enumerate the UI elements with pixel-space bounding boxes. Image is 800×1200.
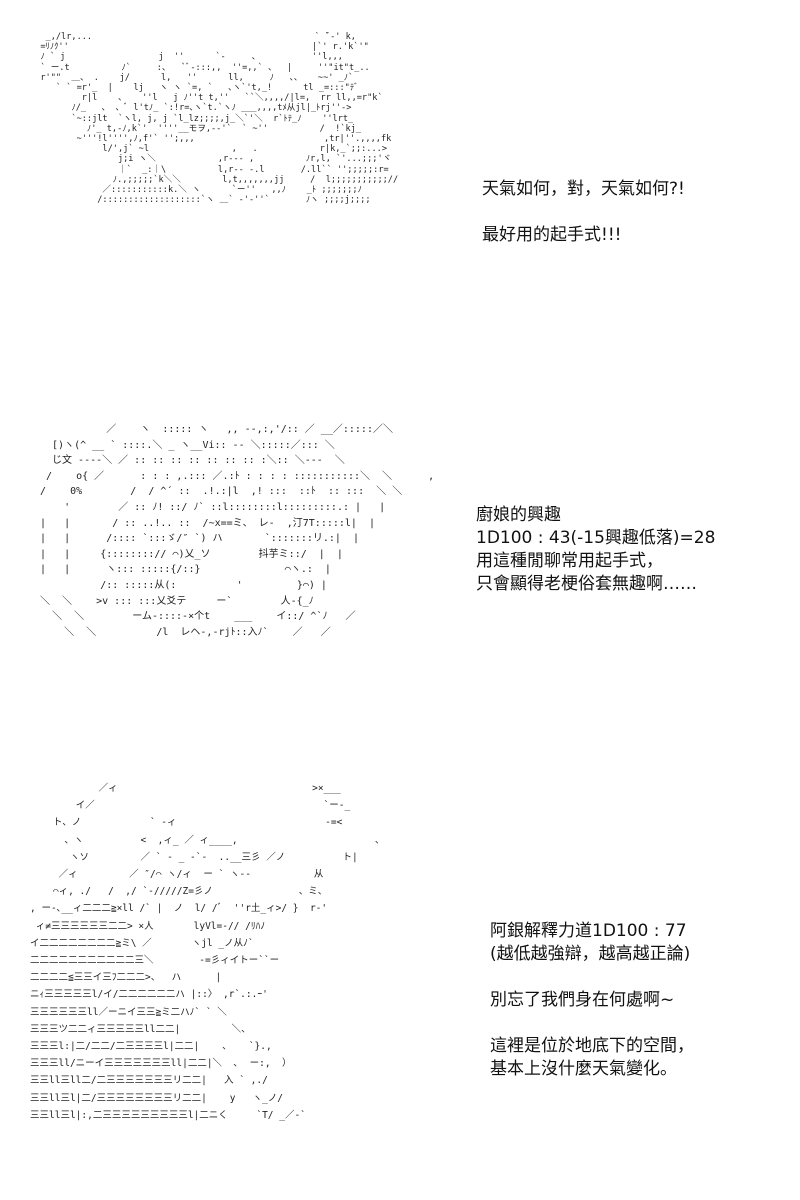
art-line: ⌒ィ, ./ / ,/ `-/////Z=彡ノ 、ミ、	[30, 886, 328, 898]
art-line: ' ／ :: ﾉ! ::/ ﾉ` ::l::::::::l:::::::::.:…	[40, 501, 386, 513]
caption-line: (越低越強辯，越高越正論)	[490, 944, 691, 964]
caption-spacer	[482, 201, 685, 224]
art-line: | | /:::: `:::ゞ/″ `) ハ `:::::::リ.:| |	[40, 533, 359, 545]
art-line: 三三三ツ二二ィ三三三三三ll二二| ＼、	[30, 1023, 251, 1035]
art-line: 二二二二二二二二二二二三＼ -=彡ィイトー``ー	[30, 955, 280, 967]
art-line: ィ≠三三三三三三二二> ×人 lyVl=-// /ﾘﾊﾉ	[30, 920, 266, 932]
art-line: 二二二二≦三三イ三ﾌ二二二>、 ハ |	[30, 972, 222, 984]
art-line: ヽソ ／ ` ‐ _ -`- ..__三彡 ／ノ ト|	[30, 851, 358, 863]
caption-2: 廚娘的興趣 1D100 : 43(-15興趣低落)=28 用這種閒聊常用起手式， 只會…	[476, 504, 715, 596]
ascii-art-character-3: ／ィ >×___ イ／ `ー-_ ト、ノ ` -ィ -=< 、ヽ < ,ィ_ ／…	[30, 780, 450, 1180]
caption-line: 基本上沒什麼天氣變化。	[490, 1059, 677, 1079]
art-line: 三三三三三三ll／ーニイ三三≧ミ二ハﾉ` ` ＼	[30, 1006, 227, 1018]
art-line: ／ィ ／ ″/⌒ ヽ/ィ ー ` ヽ-- 从	[30, 869, 324, 881]
caption-line: 別忘了我們身在何處啊~	[490, 990, 675, 1010]
art-line: /:::::::::::::::::::`ヽ ＿` -'-''` ﾉヽ ;;;;…	[30, 195, 371, 206]
caption-line: 最好用的起手式!!!	[482, 225, 622, 245]
art-line: [)ヽ(^ __ ` ::::.＼ _ ヽ__Vi:: -- ＼:::::／::…	[40, 439, 335, 451]
art-line: =ﾘﾉｸ'' |`' r.'k`'"	[30, 42, 369, 53]
art-line: ﾉ/_ 、 、ﾞ l'tﾉ_ `:!r=､ヽ`t.`ヽﾉ ___,,,,tﾒ从j…	[30, 103, 352, 114]
caption-spacer	[490, 966, 694, 989]
caption-line: 這裡是位於地底下的空間，	[490, 1036, 694, 1056]
art-line: イ二二二二二二二二≧ミ\ ／ ヽjl _ノ从ﾉ`	[30, 937, 254, 949]
art-line: 三三ll三ll二/二三三三三三三三リ二二| 入 ` ,./	[30, 1075, 268, 1087]
panel-3: ／ィ >×___ イ／ `ー-_ ト、ノ ` -ィ -=< 、ヽ < ,ィ_ ／…	[0, 740, 800, 1200]
art-line: ` ー.t ﾉ` :、 `ﾞ-:::,, ''=,,` 、 | ''"it"t_…	[30, 62, 370, 73]
art-line: j;i ヽ＼ ,r--- , ﾉr,l, `'...;;;'ヾ	[30, 154, 392, 165]
art-line: ｜` _:｜\ l,r-- -.l /.ll`` '';;;;;:r=	[30, 164, 389, 175]
caption-line: 天氣如何，對，天氣如何?!	[482, 179, 685, 199]
art-line: l/',j` ~l , . r|k,_`;;:...>	[30, 144, 387, 155]
art-line: じ文 ‐‐‐‐＼ ／ :: :: :: :: :: :: :: :＼:: ＼‐‐…	[40, 455, 345, 467]
caption-3: 阿銀解釋力道1D100 : 77 (越低越強辯，越高越正論) 別忘了我們身在何處啊~…	[490, 920, 694, 1081]
panel-1: _,/lr,... ` ̄`-' k, =ﾘﾉｸ'' |`' r.'k`'" ﾉ…	[0, 0, 800, 370]
art-line: ／:::::::::::k.＼ ヽ `ー'' ,,ﾉ _ﾄ ;;;;;;;ﾉ	[30, 185, 362, 196]
caption-line: 阿銀解釋力道1D100 : 77	[490, 921, 687, 941]
caption-spacer	[490, 1012, 694, 1035]
art-line: ﾉ ` j j '' `- 、 ''l,,,	[30, 52, 343, 63]
art-line: r|l 、 ''l j ﾉ''t t,'' ``＼,,,,/|l=, rr ll…	[30, 93, 383, 104]
art-line: / o{ ／ : : : ,.::: ／.:ﾄ : : : : ::::::::…	[40, 470, 435, 482]
art-line: ~'''!l'''',ﾉ,f'` '';,,, ,tr|''.,,,,fk	[30, 134, 392, 145]
ascii-art-character-1: _,/lr,... ` ̄`-' k, =ﾘﾉｸ'' |`' r.'k`'" ﾉ…	[30, 32, 430, 352]
art-line: ＼ ＼ ーム-::::-×个t ___ イ::/ ^`ﾉ ／	[40, 611, 356, 623]
art-line: _,/lr,... ` ̄`-' k,	[30, 32, 356, 42]
art-line: `~::jlt `ヽl, j, j `l_lz;;;;,j_＼`'＼ r`ﾄﾃ_…	[30, 113, 354, 124]
caption-line: 只會顯得老梗俗套無趣啊……	[476, 574, 697, 594]
art-line: ﾉ.,;;;;;`k＼＼ l,t,,,,,,,jj / l;;;;;;;;;;;…	[30, 174, 399, 185]
art-line: ＼ ＼ /l レヘ-,-rjﾄ::入ﾉ` ／ ／	[40, 626, 331, 638]
art-line: 三三三ll/ニーイ三三三三三三三ll|二二|＼ ､ ー:, ）	[30, 1058, 292, 1070]
art-line: 三三ll三l|二/三三三三三三三三リ二二| y ヽ_ノ/	[30, 1092, 284, 1104]
caption-line: 用這種閒聊常用起手式，	[476, 551, 663, 571]
art-line: / 0% / / ^´ :: .!.:|l ,! ::: ::ﾄ :: ::: …	[40, 486, 433, 498]
art-line: ﾉ'_ t,-ﾉ,k`' ''''__モヲ,--'` ` ~'' / !`kj_	[30, 123, 362, 134]
caption-1: 天氣如何，對，天氣如何?! 最好用的起手式!!!	[482, 178, 685, 247]
art-line: | | / :: ..!.. :: /~x==ミ、 レ- ,汀7T:::::l|…	[40, 517, 376, 529]
art-line: r'"" ＿、 . j/ l, '' ll, ﾉ 、、 ~~' _ﾉ`	[30, 72, 354, 83]
caption-line: 1D100 : 43(-15興趣低落)=28	[476, 528, 716, 548]
art-line: ／ ヽ ::::: ヽ ,, --,:,'/:: ／ __／:::::／＼	[40, 424, 393, 435]
ascii-art-character-2: ／ ヽ ::::: ヽ ,, --,:,'/:: ／ __／:::::／＼ [)…	[40, 422, 440, 692]
art-line: ` ` =r'_ | lj ヽ ヽ `=, ` ､ヽ`'t,_! tl _=::…	[30, 83, 359, 94]
art-line: ニｨ三三三三三l/イ/二二二二二二ハ |::〉 ,r`.:.ｰ'	[30, 989, 268, 1001]
panel-2: ／ ヽ ::::: ヽ ,, --,:,'/:: ／ __／:::::／＼ [)…	[0, 370, 800, 740]
art-line: イ／ `ー-_	[30, 800, 351, 812]
art-line: ／ィ >×___	[30, 783, 341, 794]
art-line: ＼ ＼ >v ::: :::乂爻テ ー` 人-{_ﾉ	[40, 595, 314, 607]
art-line: /:: :::::从(: ' }⌒) |	[40, 579, 327, 591]
art-line: 三三三l:|二/二二/二三三三三l|二二| 、 `}.,	[30, 1041, 272, 1053]
art-line: 、ヽ < ,ィ_ ／ ィ____, 、	[30, 834, 385, 846]
art-line: 三三ll三l|:,二三三三三三三三三三l|二ニく `T/ _／-`	[30, 1109, 306, 1121]
art-line: ト、ノ ` -ィ -=<	[30, 817, 343, 829]
art-line: | | ヽ::: :::::{/::} ⌒ヽ.: |	[40, 564, 331, 576]
caption-line: 廚娘的興趣	[476, 505, 561, 525]
art-line: , ー-､__ィ二二二≧×ll /` | ノ l/ /ﾞ ''r土_ィ>/ } …	[30, 903, 328, 915]
art-line: | | {::::::::// ⌒)乂_ソ 抖芋ミ::/ | |	[40, 548, 343, 560]
